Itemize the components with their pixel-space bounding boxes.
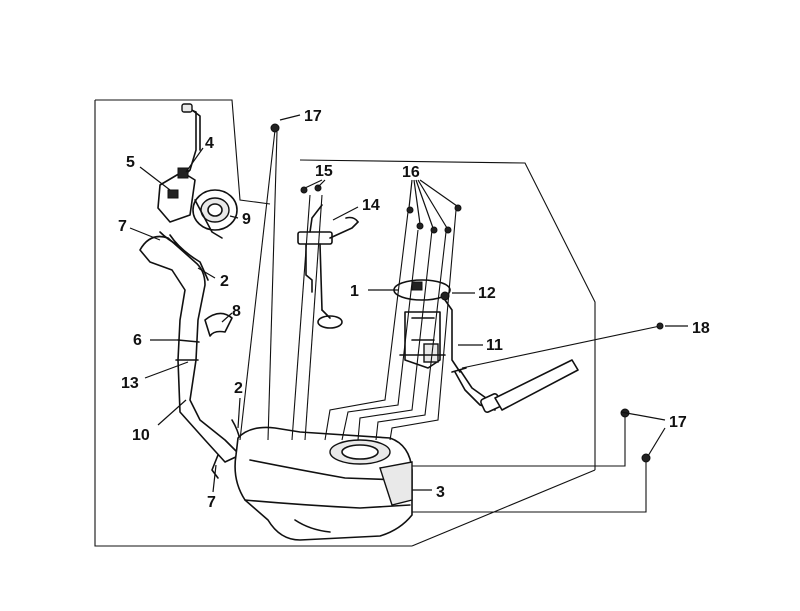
callout-8: 8 <box>232 303 241 320</box>
callout-7-upper: 7 <box>118 218 127 235</box>
filler-pipe <box>139 235 241 463</box>
filler-cap-assembly <box>157 103 238 239</box>
callout-6: 6 <box>133 332 142 349</box>
callout-2-lower: 2 <box>234 380 243 397</box>
callout-14: 14 <box>362 197 380 214</box>
fasteners <box>270 123 664 463</box>
callout-5: 5 <box>126 154 135 171</box>
callout-13: 13 <box>121 375 139 392</box>
breather-hose <box>159 231 241 479</box>
callout-4: 4 <box>205 135 214 152</box>
assembly-boundary <box>94 99 596 547</box>
leader-lines <box>239 129 661 513</box>
callout-leaders <box>129 114 688 493</box>
fuel-tank <box>234 426 413 541</box>
callout-2-upper: 2 <box>220 273 229 290</box>
callout-18: 18 <box>692 320 710 337</box>
part-callouts: 1 2 2 3 4 5 6 7 7 8 9 10 11 12 13 14 15 … <box>118 108 710 511</box>
callout-15: 15 <box>315 163 333 180</box>
fuel-outlet-hose <box>451 359 579 413</box>
callout-1: 1 <box>350 283 359 300</box>
callout-17-lower: 17 <box>669 414 687 431</box>
callout-3: 3 <box>436 484 445 501</box>
callout-7-lower: 7 <box>207 494 216 511</box>
callout-17-upper: 17 <box>304 108 322 125</box>
callout-16: 16 <box>402 164 420 181</box>
fuel-pump <box>393 279 461 373</box>
callout-12: 12 <box>478 285 496 302</box>
callout-10: 10 <box>132 427 150 444</box>
callout-9: 9 <box>242 211 251 228</box>
callout-11: 11 <box>486 337 503 354</box>
fuel-level-sender <box>297 204 359 329</box>
